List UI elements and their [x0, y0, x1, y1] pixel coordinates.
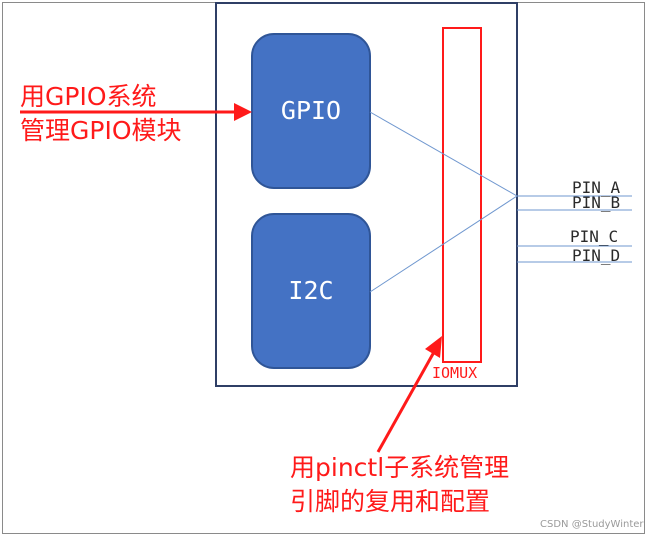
pin-b-label: PIN_B — [572, 193, 621, 212]
gpio-arrow-head — [234, 103, 252, 121]
gpio-note-line1: 用GPIO系统 — [20, 82, 157, 111]
i2c-connector — [369, 195, 518, 293]
gpio-note-line2: 管理GPIO模块 — [20, 116, 182, 145]
i2c-label: I2C — [288, 276, 334, 305]
gpio-connector — [369, 111, 518, 197]
pin-a-label: PIN_A — [572, 178, 621, 197]
iomux-arrow-head — [425, 336, 442, 358]
pin-c-label: PIN_C — [570, 227, 619, 246]
gpio-label: GPIO — [280, 96, 342, 125]
soc-container — [215, 2, 518, 387]
iomux-box — [442, 27, 482, 363]
iomux-arrow-shaft — [376, 351, 436, 453]
pinctrl-note-line1: 用pinctl子系统管理 — [290, 453, 510, 482]
pin-d-label: PIN_D — [572, 246, 621, 265]
watermark: CSDN @StudyWinter — [540, 519, 644, 530]
gpio-block — [251, 33, 371, 189]
iomux-label: IOMUX — [432, 364, 478, 382]
pinctrl-note-line2: 引脚的复用和配置 — [290, 487, 491, 516]
i2c-block — [251, 213, 371, 369]
